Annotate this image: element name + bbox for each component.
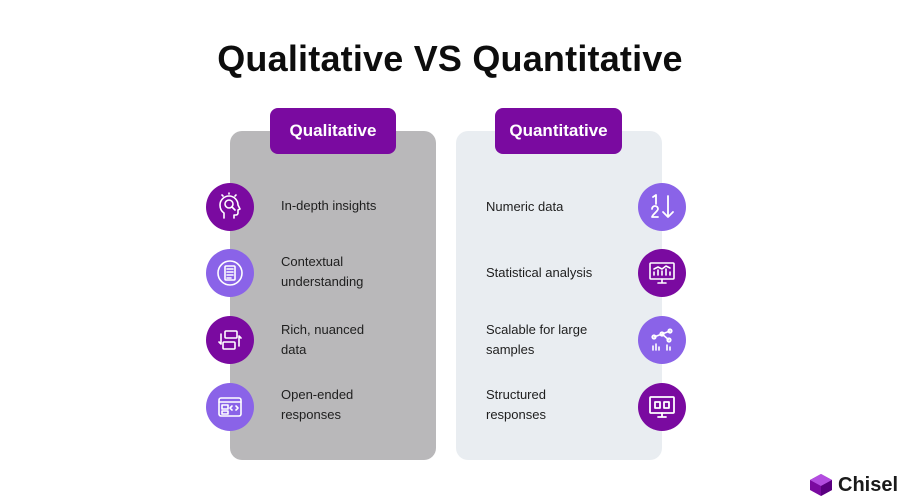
data-exchange-icon — [206, 316, 254, 364]
page-title: Qualitative VS Quantitative — [217, 38, 683, 79]
scatter-plot-icon — [638, 316, 686, 364]
monitor-chart-icon — [638, 249, 686, 297]
chisel-logo-icon — [810, 474, 832, 496]
code-window-icon — [206, 383, 254, 431]
qualitative-item-label: Rich, nuanced data — [281, 322, 365, 357]
chisel-logo: Chisel — [808, 472, 898, 498]
quantitative-header: Quantitative — [495, 108, 622, 154]
quantitative-item-label: Numeric data — [486, 199, 564, 214]
qualitative-header: Qualitative — [270, 108, 396, 154]
qualitative-item-label: In-depth insights — [281, 198, 377, 213]
sort-numeric-icon — [638, 183, 686, 231]
quantitative-item-label: Structured responses — [486, 387, 546, 422]
qualitative-panel — [230, 131, 436, 460]
qualitative-item-label: Open-ended responses — [281, 387, 354, 422]
document-list-icon — [206, 249, 254, 297]
qualitative-item-label: Contextual understanding — [281, 254, 364, 289]
quantitative-panel — [456, 131, 662, 460]
logo-text: Chisel — [838, 473, 899, 496]
head-magnifier-icon — [206, 183, 254, 231]
monitor-layout-icon — [638, 383, 686, 431]
quantitative-item-label: Statistical analysis — [486, 265, 593, 280]
quantitative-item-label: Scalable for large samples — [486, 322, 588, 357]
